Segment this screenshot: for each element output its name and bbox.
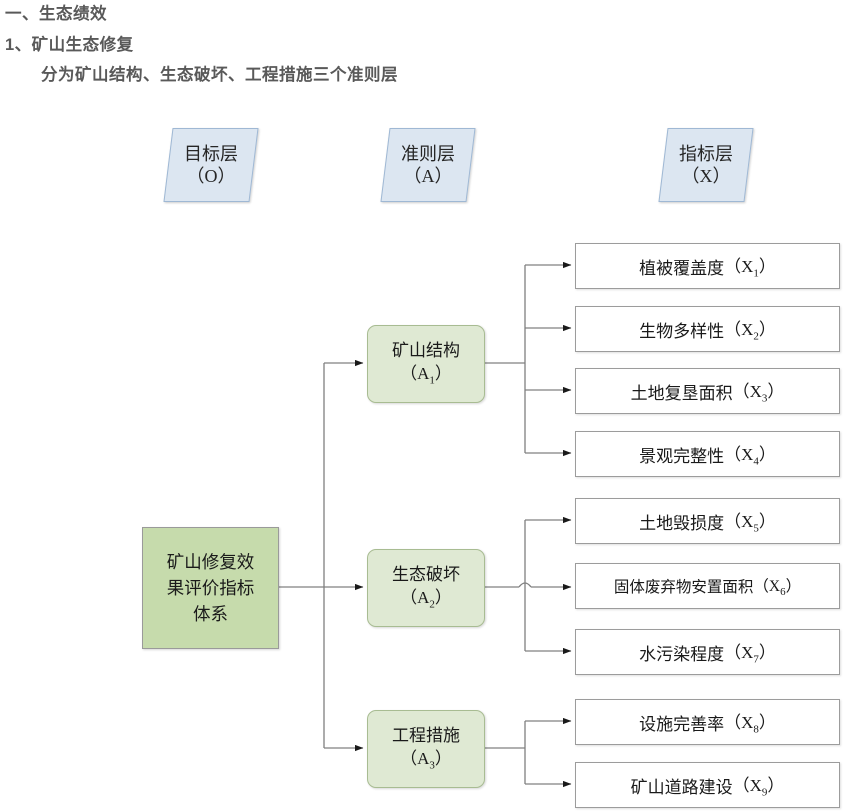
indicator-box-x7-label: 水污染程度: [639, 644, 725, 664]
goal-box-line1: 矿山修复效: [166, 551, 255, 572]
indicator-box-x4[interactable]: 景观完整性 （X4）: [575, 431, 840, 477]
indicator-box-x9-code: （X9）: [732, 776, 785, 799]
indicator-box-x4-code: （X4）: [724, 445, 776, 468]
indicator-box-x4-label: 景观完整性: [639, 446, 725, 466]
indicator-box-x3[interactable]: 土地复垦面积 （X3）: [575, 368, 840, 414]
indicator-box-x7-code: （X7）: [724, 643, 776, 666]
criteria-box-a3[interactable]: 工程措施 （A3）: [367, 710, 485, 788]
indicator-box-x6[interactable]: 固体废弃物安置面积 （X6）: [575, 563, 840, 609]
heading-description: 分为矿山结构、生态破坏、工程措施三个准则层: [41, 66, 398, 84]
criteria-box-a3-code: （A3）: [400, 748, 452, 772]
criteria-box-a1-code: （A1）: [400, 363, 452, 387]
indicator-box-x5[interactable]: 土地毁损度 （X5）: [575, 498, 840, 544]
indicator-box-x2-code: （X2）: [724, 320, 776, 343]
banner-indicator-layer-code: （X）: [681, 166, 731, 186]
banner-goal-layer-code: （O）: [186, 166, 236, 186]
goal-box[interactable]: 矿山修复效 果评价指标 体系: [142, 527, 279, 649]
indicator-box-x5-label: 土地毁损度: [639, 513, 725, 533]
banner-indicator-layer: 指标层 （X）: [658, 128, 754, 202]
criteria-box-a2-label: 生态破坏: [392, 564, 460, 584]
indicator-box-x2[interactable]: 生物多样性 （X2）: [575, 306, 840, 352]
banner-goal-layer-title: 目标层: [184, 143, 238, 164]
indicator-box-x3-label: 土地复垦面积: [630, 383, 733, 403]
indicator-box-x1-code: （X1）: [724, 257, 776, 280]
criteria-box-a1[interactable]: 矿山结构 （A1）: [367, 325, 485, 403]
indicator-box-x5-code: （X5）: [724, 512, 776, 535]
banner-criteria-layer-code: （A）: [403, 166, 453, 186]
banner-criteria-layer: 准则层 （A）: [380, 128, 476, 202]
indicator-box-x9-label: 矿山道路建设: [630, 777, 733, 797]
indicator-box-x8[interactable]: 设施完善率 （X8）: [575, 699, 840, 745]
goal-box-line2: 果评价指标: [166, 577, 255, 598]
indicator-box-x6-label: 固体废弃物安置面积: [613, 579, 754, 596]
indicator-box-x9[interactable]: 矿山道路建设 （X9）: [575, 762, 840, 808]
banner-goal-layer: 目标层 （O）: [163, 128, 259, 202]
criteria-box-a2-code: （A2）: [400, 587, 452, 611]
indicator-box-x7[interactable]: 水污染程度 （X7）: [575, 629, 840, 675]
heading-subsection: 1、矿山生态修复: [5, 36, 134, 54]
indicator-box-x6-code: （X6）: [753, 577, 802, 599]
criteria-box-a2[interactable]: 生态破坏 （A2）: [367, 549, 485, 627]
banner-criteria-layer-title: 准则层: [401, 143, 455, 164]
indicator-box-x3-code: （X3）: [732, 382, 785, 405]
banner-indicator-layer-title: 指标层: [679, 143, 733, 164]
heading-section: 一、生态绩效: [5, 5, 107, 23]
goal-box-line3: 体系: [193, 604, 228, 625]
indicator-box-x1[interactable]: 植被覆盖度 （X1）: [575, 243, 840, 289]
indicator-box-x8-label: 设施完善率: [639, 714, 725, 734]
indicator-box-x2-label: 生物多样性: [639, 321, 725, 341]
criteria-box-a3-label: 工程措施: [392, 725, 460, 745]
indicator-box-x1-label: 植被覆盖度: [639, 258, 725, 278]
criteria-box-a1-label: 矿山结构: [392, 340, 460, 360]
indicator-box-x8-code: （X8）: [724, 713, 776, 736]
